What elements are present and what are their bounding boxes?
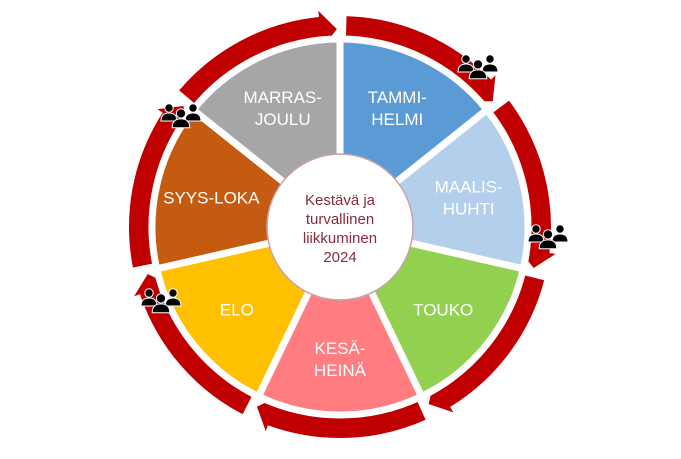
center-line-3: liikkuminen bbox=[303, 230, 377, 247]
segment-label-tammi-helmi: HELMI bbox=[371, 110, 423, 129]
group-of-people-icon bbox=[140, 288, 182, 314]
group-of-people-icon bbox=[160, 103, 202, 129]
segment-label-maalis-huhti: HUHTI bbox=[443, 200, 495, 219]
center-line-4: 2024 bbox=[323, 249, 356, 266]
segment-label-kesa-heina: KESÄ- bbox=[314, 339, 365, 358]
group-of-people-icon bbox=[457, 54, 499, 80]
center-line-2: turvallinen bbox=[306, 211, 374, 228]
group-of-people-icon bbox=[527, 224, 569, 250]
segment-label-elo: ELO bbox=[220, 300, 254, 319]
segment-label-kesa-heina: HEINÄ bbox=[314, 361, 367, 380]
center-circle bbox=[266, 153, 414, 301]
segment-label-tammi-helmi: TAMMI- bbox=[368, 88, 427, 107]
segment-label-maalis-huhti: MAALIS- bbox=[435, 178, 503, 197]
segment-label-marras-joulu: JOULU bbox=[255, 110, 311, 129]
center-line-1: Kestävä ja bbox=[305, 192, 376, 209]
segment-label-syys-loka: SYYS-LOKA bbox=[163, 189, 260, 208]
segment-kesa-heina bbox=[253, 218, 427, 419]
segment-label-marras-joulu: MARRAS- bbox=[244, 88, 322, 107]
center-circle-group: Kestävä ja turvallinen liikkuminen 2024 bbox=[266, 153, 414, 301]
segment-label-touko: TOUKO bbox=[413, 300, 473, 319]
segment-labels: TAMMI- HELMI MAALIS- HUHTI TOUKO KESÄ- HEINÄ EL… bbox=[163, 88, 503, 380]
people-icons bbox=[140, 54, 569, 314]
